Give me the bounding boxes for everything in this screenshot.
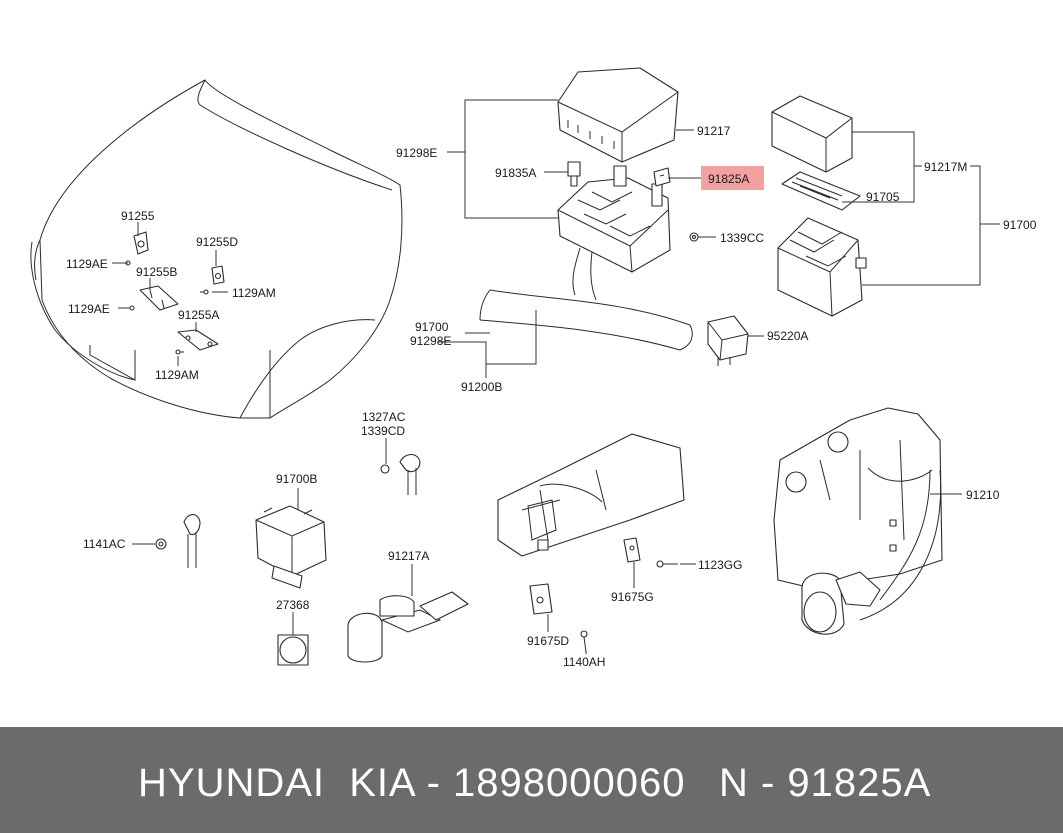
label-1339CD: 1339CD (361, 424, 405, 438)
fuse-91825A-icon (653, 167, 671, 187)
clip-91255-icon (133, 231, 149, 255)
fuse-box-body-icon (557, 165, 671, 301)
label-91298E: 91298E (396, 146, 437, 160)
label-1123GG: 1123GG (698, 558, 742, 572)
bracket-91255A-icon (177, 329, 219, 351)
car-body-outline (30, 79, 403, 419)
label-1339CC: 1339CC (720, 231, 764, 245)
label-91705: 91705 (866, 190, 900, 204)
label-91705-icon (781, 171, 861, 211)
clamp-91217A-icon (347, 591, 469, 663)
bracket-91675D-icon (529, 583, 553, 615)
label-91675D: 91675D (527, 634, 569, 648)
label-1141AC: 1141AC (83, 537, 126, 551)
bracket-91675G-icon (623, 537, 641, 563)
terminal-1327AC-icon (380, 453, 421, 495)
label-91255: 91255 (121, 209, 155, 223)
label-1129AM-1: 1129AM (232, 286, 276, 300)
bracket-91255B-icon (139, 285, 179, 311)
highlight-91825A (701, 166, 764, 190)
label-91255D: 91255D (196, 235, 238, 249)
label-95220A: 95220A (767, 329, 808, 343)
label-91675G: 91675G (611, 590, 654, 604)
fuse-91835A-icon (567, 161, 581, 187)
wiring-harness-icon (479, 289, 693, 351)
footer-brand-partnumber: HYUNDAI KIA - 1898000060 (138, 761, 686, 805)
footer-code: N - 91825A (719, 761, 932, 805)
label-1129AM-2: 1129AM (155, 368, 199, 382)
bracket-91700B-icon (255, 505, 327, 589)
engine-block-icon (773, 407, 943, 635)
label-1129AE-1: 1129AE (66, 257, 108, 271)
nut-1339CC-icon (689, 232, 699, 242)
relay-box-cover-icon (771, 95, 853, 173)
label-1327AC: 1327AC (362, 410, 406, 424)
footer-bar: HYUNDAI KIA - 1898000060 N - 91825A (0, 727, 1063, 833)
label-91217A: 91217A (388, 549, 429, 563)
label-91200B: 91200B (461, 380, 502, 394)
bolt-1140AH-icon (580, 630, 588, 653)
label-91255A: 91255A (178, 308, 219, 322)
label-91217M: 91217M (924, 160, 967, 174)
relay-95220A-icon (707, 315, 749, 366)
label-91700B: 91700B (276, 472, 317, 486)
label-91298E-mid: 91298E (410, 334, 451, 348)
bolts-car-icon (114, 260, 209, 355)
relay-box-body-icon (777, 217, 867, 317)
transmission-icon (497, 433, 685, 557)
label-91210: 91210 (966, 488, 1000, 502)
pad-27368-icon (277, 634, 309, 666)
label-91700-mid: 91700 (415, 320, 449, 334)
terminal-1141AC-icon (155, 513, 201, 568)
label-1140AH: 1140AH (563, 655, 605, 669)
bolt-1123GG-icon (656, 560, 678, 568)
label-91217: 91217 (697, 124, 731, 138)
label-1129AE-2: 1129AE (68, 302, 110, 316)
fuse-box-cover-icon (557, 67, 679, 163)
label-91700-right: 91700 (1003, 218, 1037, 232)
part-labels: 91217 91298E 91835A 91825A 1339CC 91217M… (66, 124, 1037, 669)
label-27368: 27368 (276, 598, 310, 612)
clip-91255D-icon (211, 265, 225, 285)
label-91255B: 91255B (136, 265, 177, 279)
label-91825A: 91825A (708, 172, 749, 186)
label-91835A: 91835A (495, 166, 536, 180)
leader-lines (112, 99, 1000, 654)
parts-diagram: 91217 91298E 91835A 91825A 1339CC 91217M… (30, 67, 1037, 669)
